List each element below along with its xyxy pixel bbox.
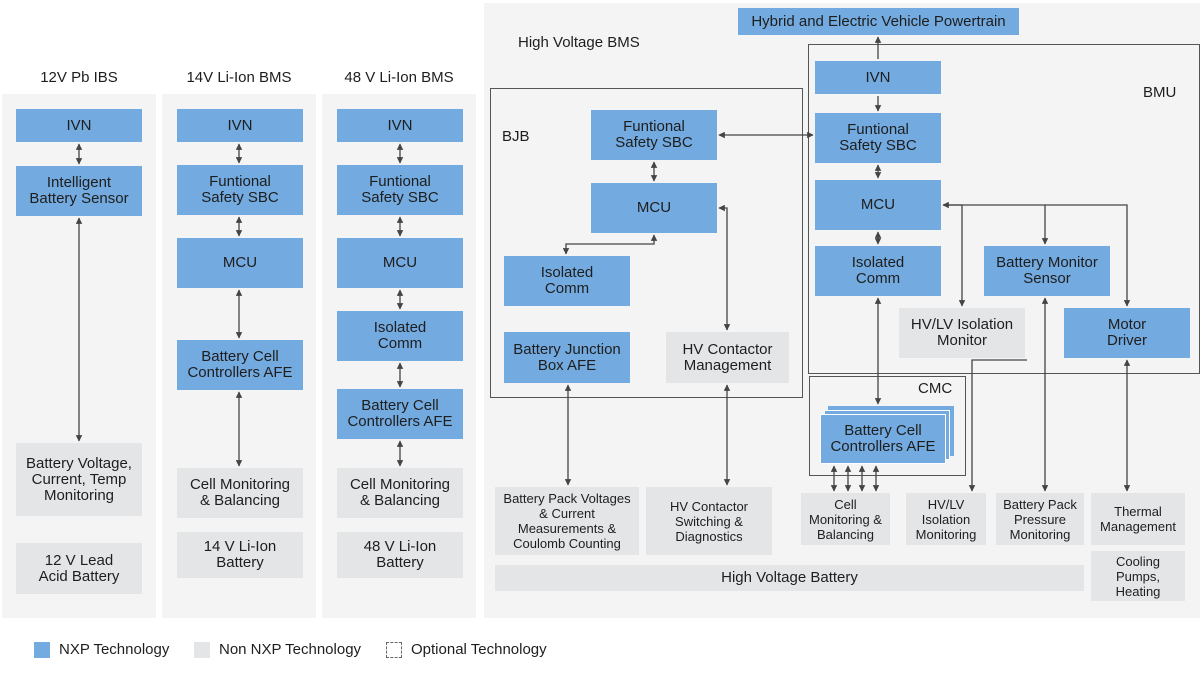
bjb-mcu: MCU bbox=[591, 183, 717, 233]
hv-powertrain: Hybrid and Electric Vehicle Powertrain bbox=[738, 8, 1019, 35]
bms48-mcu: MCU bbox=[337, 238, 463, 288]
hv-contactor-management: HV Contactor Management bbox=[666, 332, 789, 383]
bmu-label: BMU bbox=[1143, 84, 1177, 101]
bms48-cell-controllers-afe: Battery Cell Controllers AFE bbox=[337, 389, 463, 439]
bms48-ivn: IVN bbox=[337, 109, 463, 142]
bms14-safety-sbc: Funtional Safety SBC bbox=[177, 165, 303, 215]
bmu-isolated-comm: Isolated Comm bbox=[815, 246, 941, 296]
title-12v-ibs: 12V Pb IBS bbox=[40, 69, 118, 86]
bmu-safety-sbc: Funtional Safety SBC bbox=[815, 113, 941, 163]
title-48v-bms: 48 V Li-Ion BMS bbox=[344, 69, 454, 86]
legend-non-nxp: Non NXP Technology bbox=[194, 641, 361, 658]
hv-cell-monitoring-balancing: Cell Monitoring & Balancing bbox=[801, 493, 890, 545]
cmc-cell-controllers-afe: Battery Cell Controllers AFE bbox=[820, 414, 946, 464]
hv-lv-isolation-monitoring: HV/LV Isolation Monitoring bbox=[906, 493, 986, 545]
bjb-label: BJB bbox=[502, 128, 530, 145]
bjb-junction-box-afe: Battery Junction Box AFE bbox=[504, 332, 630, 383]
ibs-intelligent-battery-sensor: Intelligent Battery Sensor bbox=[16, 166, 142, 216]
bms14-battery: 14 V Li-Ion Battery bbox=[177, 532, 303, 578]
bmu-mcu: MCU bbox=[815, 180, 941, 230]
title-14v-bms: 14V Li-Ion BMS bbox=[186, 69, 292, 86]
bms48-battery: 48 V Li-Ion Battery bbox=[337, 532, 463, 578]
cooling-pumps-heating: Cooling Pumps, Heating bbox=[1091, 551, 1185, 601]
bms48-safety-sbc: Funtional Safety SBC bbox=[337, 165, 463, 215]
battery-monitor-sensor: Battery Monitor Sensor bbox=[984, 246, 1110, 296]
legend-nxp-swatch bbox=[34, 641, 50, 658]
bms14-ivn: IVN bbox=[177, 109, 303, 142]
thermal-management: Thermal Management bbox=[1091, 493, 1185, 545]
battery-pack-pressure-monitoring: Battery Pack Pressure Monitoring bbox=[996, 493, 1084, 545]
hv-lv-isolation-monitor: HV/LV Isolation Monitor bbox=[899, 308, 1025, 358]
motor-driver: Motor Driver bbox=[1064, 308, 1190, 358]
legend-non-nxp-swatch bbox=[194, 641, 210, 658]
bms14-cell-controllers-afe: Battery Cell Controllers AFE bbox=[177, 340, 303, 390]
bms14-cell-monitoring: Cell Monitoring & Balancing bbox=[177, 468, 303, 518]
bmu-ivn: IVN bbox=[815, 61, 941, 94]
high-voltage-battery: High Voltage Battery bbox=[495, 565, 1084, 591]
legend-optional: Optional Technology bbox=[386, 641, 547, 658]
bjb-safety-sbc: Funtional Safety SBC bbox=[591, 110, 717, 160]
hv-contactor-switching: HV Contactor Switching & Diagnostics bbox=[646, 487, 772, 555]
cmc-label: CMC bbox=[918, 380, 953, 397]
legend-nxp: NXP Technology bbox=[34, 641, 169, 658]
ibs-lead-acid-battery: 12 V Lead Acid Battery bbox=[16, 543, 142, 594]
cmc-frame bbox=[809, 376, 966, 476]
legend-optional-swatch bbox=[386, 641, 402, 658]
ibs-battery-monitoring: Battery Voltage, Current, Temp Monitorin… bbox=[16, 443, 142, 516]
bms48-isolated-comm: Isolated Comm bbox=[337, 311, 463, 361]
legend-optional-label: Optional Technology bbox=[411, 641, 547, 658]
bms48-cell-monitoring: Cell Monitoring & Balancing bbox=[337, 468, 463, 518]
ibs-ivn: IVN bbox=[16, 109, 142, 142]
pack-voltage-current-measurement: Battery Pack Voltages & Current Measurem… bbox=[495, 487, 639, 555]
title-hv-bms: High Voltage BMS bbox=[518, 34, 640, 51]
bjb-isolated-comm: Isolated Comm bbox=[504, 256, 630, 306]
legend-non-nxp-label: Non NXP Technology bbox=[219, 641, 362, 658]
legend-nxp-label: NXP Technology bbox=[59, 641, 170, 658]
bjb-frame bbox=[490, 88, 803, 398]
bms14-mcu: MCU bbox=[177, 238, 303, 288]
